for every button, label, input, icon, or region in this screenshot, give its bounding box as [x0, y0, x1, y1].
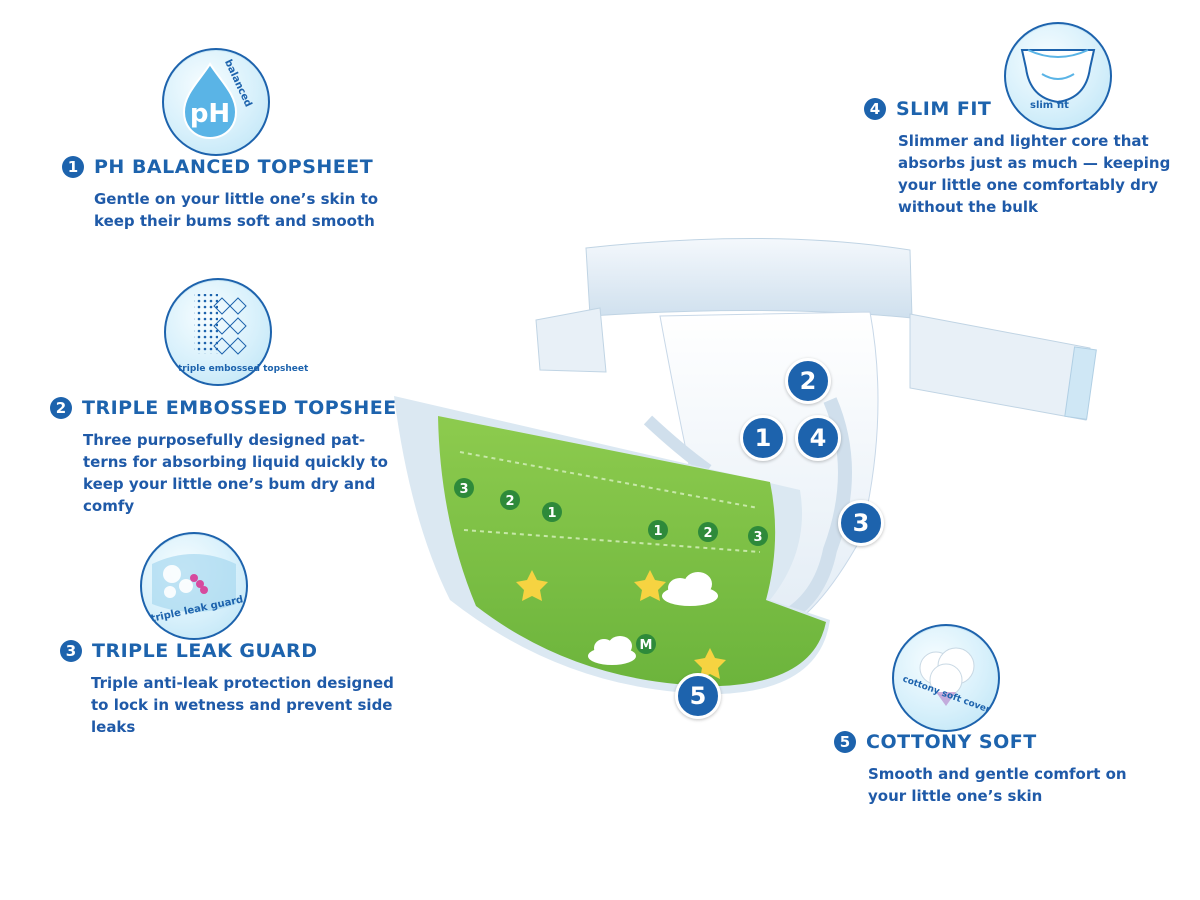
cottony-soft-icon — [892, 624, 1000, 732]
feature-number: 4 — [864, 98, 886, 120]
desc-line: Three purposefully designed pat- — [83, 431, 366, 449]
feature-title: PH BALANCED TOPSHEET — [94, 156, 374, 178]
cloud-icons — [588, 572, 718, 665]
feature-number: 2 — [50, 397, 72, 419]
feature-description: Gentle on your little one’s skin to keep… — [94, 188, 378, 232]
feature-title: TRIPLE EMBOSSED TOPSHEET — [82, 397, 411, 419]
print-number: 3 — [459, 482, 468, 497]
diaper-marker-5: 5 — [675, 673, 721, 719]
print-number: 1 — [653, 524, 662, 539]
print-number: 1 — [547, 506, 556, 521]
desc-line: Smooth and gentle comfort on — [868, 765, 1127, 783]
feature-description: Smooth and gentle comfort on your little… — [868, 763, 1127, 807]
feature-number: 3 — [60, 640, 82, 662]
embossed-pattern-icon — [194, 294, 247, 355]
diaper-marker-4: 4 — [795, 415, 841, 461]
feature-triple-embossed: 2 TRIPLE EMBOSSED TOPSHEET Three purpose… — [50, 397, 410, 517]
feature-triple-leak-guard: 3 TRIPLE LEAK GUARD Triple anti-leak pro… — [60, 640, 394, 738]
feature-title: COTTONY SOFT — [866, 731, 1037, 753]
feature-slim-fit: 4 SLIM FIT Slimmer and lighter core that… — [864, 98, 1170, 218]
cotton-icon — [919, 647, 975, 706]
leak-guard-icon — [152, 554, 236, 612]
desc-line: absorbs just as much — keeping — [898, 154, 1171, 172]
size-badge: M — [640, 638, 653, 653]
feature-description: Three purposefully designed pat- terns f… — [83, 429, 410, 517]
desc-line: leaks — [91, 718, 136, 736]
desc-line: to lock in wetness and prevent side — [91, 696, 393, 714]
desc-line: without the bulk — [898, 198, 1039, 216]
desc-line: comfy — [83, 497, 135, 515]
desc-line: keep your little one’s bum dry and — [83, 475, 376, 493]
slim-fit-icon — [1004, 22, 1112, 130]
ph-drop-icon: pH — [182, 62, 238, 140]
ph-icon-text: pH — [190, 99, 230, 129]
diaper-marker-2: 2 — [785, 358, 831, 404]
feature-number: 5 — [834, 731, 856, 753]
diaper-marker-3: 3 — [838, 500, 884, 546]
feature-number: 1 — [62, 156, 84, 178]
desc-line: your little one comfortably dry — [898, 176, 1159, 194]
diaper-marker-1: 1 — [740, 415, 786, 461]
triple-leak-guard-icon — [140, 532, 248, 640]
diaper-illustration: 3 2 1 1 2 3 M — [394, 237, 1097, 694]
embossed-icon-caption: triple embossed topsheet — [178, 364, 309, 374]
print-number: 2 — [703, 526, 712, 541]
feature-title: SLIM FIT — [896, 98, 992, 120]
feature-title: TRIPLE LEAK GUARD — [92, 640, 318, 662]
diaper-icon — [1020, 49, 1096, 104]
desc-line: your little one’s skin — [868, 787, 1043, 805]
triple-embossed-icon — [164, 278, 272, 386]
feature-cottony-soft: 5 COTTONY SOFT Smooth and gentle comfort… — [834, 731, 1127, 807]
slim-fit-icon-caption: slim fit — [1030, 100, 1069, 111]
desc-line: Slimmer and lighter core that — [898, 132, 1149, 150]
desc-line: keep their bums soft and smooth — [94, 212, 375, 230]
desc-line: Gentle on your little one’s skin to — [94, 190, 379, 208]
desc-line: terns for absorbing liquid quickly to — [83, 453, 388, 471]
feature-description: Triple anti-leak protection designed to … — [91, 672, 394, 738]
print-number: 2 — [505, 494, 514, 509]
star-icons — [516, 570, 726, 679]
ph-balanced-icon: pH — [162, 48, 270, 156]
feature-ph-balanced: 1 PH BALANCED TOPSHEET Gentle on your li… — [62, 156, 378, 232]
desc-line: Triple anti-leak protection designed — [91, 674, 394, 692]
feature-description: Slimmer and lighter core that absorbs ju… — [898, 130, 1170, 218]
print-number: 3 — [753, 530, 762, 545]
